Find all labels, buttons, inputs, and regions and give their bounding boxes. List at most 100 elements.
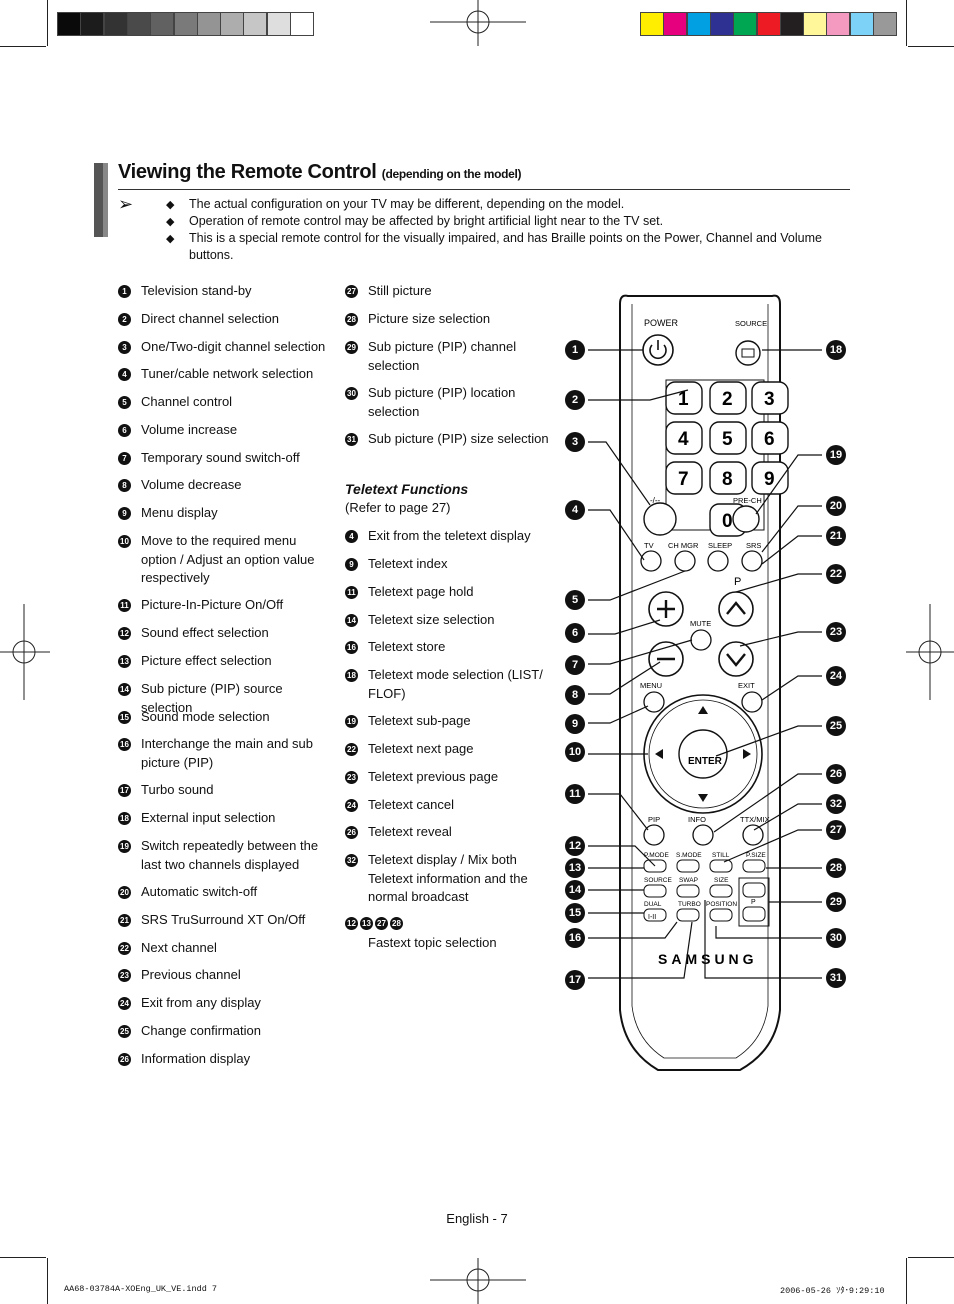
info-label: INFO [688, 815, 706, 824]
psize-label: P.SIZE [746, 852, 766, 859]
list-number-badge: 19 [345, 715, 358, 728]
arrow-right-icon [743, 749, 751, 759]
callout-badge: 19 [826, 445, 846, 465]
title-rule [118, 189, 850, 190]
list-item-text: Tuner/cable network selection [141, 366, 314, 381]
list-item-text: Move to the required menu option / Adjus… [141, 533, 315, 585]
pip-label: PIP [648, 815, 660, 824]
color-swatch [849, 12, 874, 36]
registration-mark-left [0, 604, 50, 700]
callout-badge: 11 [565, 784, 585, 804]
digit-label: 3 [764, 389, 775, 410]
crop-mark [0, 1257, 46, 1258]
list-item-text: Next channel [141, 940, 217, 955]
list-number-badge: 11 [118, 599, 131, 612]
crop-mark [47, 0, 48, 46]
list-item-text: Exit from any display [141, 995, 261, 1010]
list-number-badge: 16 [345, 641, 358, 654]
list-item-text: Teletext reveal [368, 824, 452, 839]
list-number-badge: 30 [345, 387, 358, 400]
list-item-text: Teletext store [368, 639, 446, 654]
channel-up-button [718, 591, 754, 627]
callout-badge: 25 [826, 716, 846, 736]
crop-mark [906, 0, 907, 46]
enter-button [678, 729, 728, 779]
note-text: Operation of remote control may be affec… [189, 214, 664, 228]
gray-swatch [80, 12, 105, 36]
list-number-badge: 27 [345, 285, 358, 298]
digit-button [709, 461, 747, 495]
digit-button [709, 381, 747, 415]
srs-label: SRS [746, 541, 761, 550]
chevron-down-icon [726, 653, 746, 667]
sleep-button [707, 550, 729, 572]
list-item-text: External input selection [141, 810, 276, 825]
callout-badge: 22 [826, 564, 846, 584]
callout-badge: 2 [565, 390, 585, 410]
registration-mark-bottom [430, 1258, 526, 1304]
chevron-up-icon [726, 601, 746, 615]
dual-symbol: I-II [648, 914, 656, 921]
teletext-ref: (Refer to page 27) [345, 500, 451, 515]
list-number-badge: 3 [118, 341, 131, 354]
crop-mark [47, 1258, 48, 1304]
gray-swatch [150, 12, 175, 36]
digit-button [665, 421, 703, 455]
list-number-badge: 15 [118, 711, 131, 724]
list-item-text: Picture-In-Picture On/Off [141, 597, 284, 612]
list-number-badge: 12 [118, 627, 131, 640]
gray-swatch [103, 12, 128, 36]
crop-mark [908, 1257, 954, 1258]
callout-badge: 4 [565, 500, 585, 520]
callout-badge: 23 [826, 622, 846, 642]
fastext-number-badge: 27 [375, 917, 388, 930]
list-item-text: Exit from the teletext display [368, 528, 531, 543]
color-swatch [779, 12, 804, 36]
callout-badge: 15 [565, 903, 585, 923]
list-number-badge: 2 [118, 313, 131, 326]
digit-label: 5 [722, 429, 733, 450]
list-item-text: Switch repeatedly between the last two c… [141, 838, 319, 872]
color-swatch [756, 12, 781, 36]
channel-down-button [718, 641, 754, 677]
color-swatch [709, 12, 734, 36]
source-icon [741, 348, 755, 358]
color-swatch [733, 12, 758, 36]
pip-channel-down-button [742, 906, 766, 922]
callout-badge: 17 [565, 970, 585, 990]
mute-label: MUTE [690, 619, 711, 628]
position-label: POSITION [706, 901, 737, 908]
position-button [709, 908, 733, 922]
power-icon [649, 340, 667, 360]
list-number-badge: 6 [118, 424, 131, 437]
list-item-text: Sub picture (PIP) size selection [368, 431, 549, 446]
enter-label: ENTER [688, 756, 723, 767]
list-item-text: Teletext mode selection (LIST/ FLOF) [368, 667, 543, 701]
list-item-text: Teletext index [368, 556, 448, 571]
list-item-text: Sound mode selection [141, 709, 270, 724]
exit-button [741, 691, 763, 713]
registration-mark-right [906, 604, 954, 700]
list-number-badge: 7 [118, 452, 131, 465]
list-number-badge: 17 [118, 784, 131, 797]
list-item-text: Turbo sound [141, 782, 214, 797]
ttx-button [742, 824, 764, 846]
smode-label: S.MODE [676, 852, 702, 859]
color-swatch [663, 12, 688, 36]
swap-label: SWAP [679, 877, 698, 884]
list-number-badge: 28 [345, 313, 358, 326]
list-number-badge: 23 [345, 771, 358, 784]
page-subtitle: (depending on the model) [381, 167, 522, 181]
list-number-badge: 4 [118, 368, 131, 381]
list-number-badge: 19 [118, 840, 131, 853]
list-item-text: Sound effect selection [141, 625, 269, 640]
source2-button [643, 884, 667, 898]
callout-badge: 7 [565, 655, 585, 675]
list-item-text: Teletext page hold [368, 584, 474, 599]
digit-button [665, 461, 703, 495]
note-text: This is a special remote control for the… [189, 231, 822, 262]
arrow-down-icon [698, 794, 708, 802]
plus-icon [657, 600, 675, 618]
callout-lines [588, 349, 822, 979]
pip-button [643, 824, 665, 846]
